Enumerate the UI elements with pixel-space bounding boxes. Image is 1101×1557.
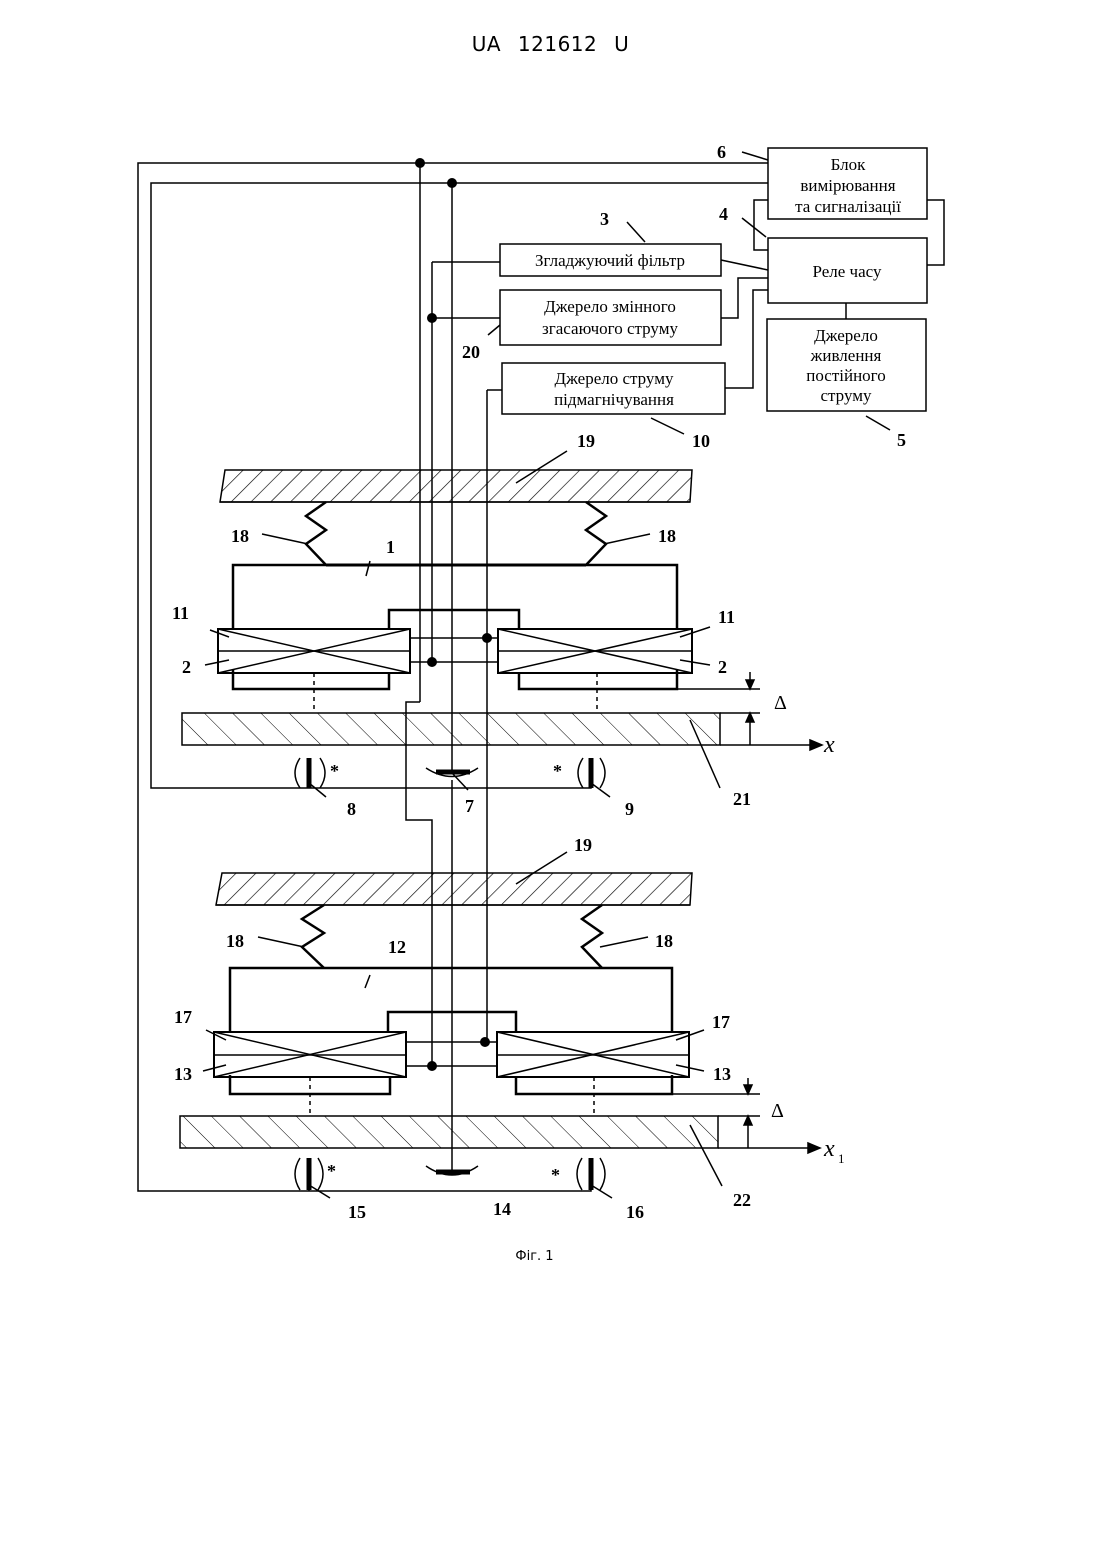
label-18-ur: 18 <box>658 526 676 546</box>
axis-x1-subscript: 1 <box>838 1151 845 1166</box>
dc-source-line-3: постійного <box>806 366 885 385</box>
relay-text: Реле часу <box>813 262 882 281</box>
label-20: 20 <box>462 342 480 362</box>
upper-core <box>233 565 677 629</box>
dc-source-line-4: струму <box>821 386 872 405</box>
upper-spring-right <box>586 502 606 565</box>
delta-lower: Δ <box>771 1100 784 1122</box>
axis-x1: x <box>823 1136 835 1162</box>
label-18-ll: 18 <box>226 931 244 951</box>
label-13-left: 13 <box>174 1064 192 1084</box>
star-15: * <box>327 1161 336 1181</box>
ac-source-line-1: Джерело змінного <box>544 297 676 316</box>
label-8: 8 <box>347 799 356 819</box>
label-19-top: 19 <box>577 431 595 451</box>
label-16: 16 <box>626 1202 644 1222</box>
star-9: * <box>553 761 562 781</box>
label-14: 14 <box>493 1199 511 1219</box>
label-9: 9 <box>625 799 634 819</box>
label-11-right: 11 <box>718 607 735 627</box>
label-18-ul: 18 <box>231 526 249 546</box>
lower-rail <box>180 1116 718 1148</box>
upper-rail <box>182 713 720 745</box>
label-4: 4 <box>719 204 728 224</box>
label-2-left: 2 <box>182 657 191 677</box>
label-19-bottom: 19 <box>574 835 592 855</box>
measurement-line-3: та сигналізації <box>795 197 901 216</box>
axis-x: x <box>823 732 835 758</box>
measurement-line-1: Блок <box>831 155 867 174</box>
dc-source-line-1: Джерело <box>814 326 878 345</box>
label-1: 1 <box>386 537 395 557</box>
measurement-line-2: вимірювання <box>800 176 895 195</box>
label-18-lr: 18 <box>655 931 673 951</box>
lower-spring-right <box>582 905 602 968</box>
label-12: 12 <box>388 937 406 957</box>
dc-source-line-2: живлення <box>810 346 882 365</box>
label-11-left: 11 <box>172 603 189 623</box>
label-21: 21 <box>733 789 751 809</box>
label-22: 22 <box>733 1190 751 1210</box>
label-7: 7 <box>465 796 474 816</box>
star-16: * <box>551 1165 560 1185</box>
filter-text: Згладжуючий фільтр <box>535 251 685 270</box>
ac-source-line-2: згасаючого струму <box>542 319 678 338</box>
label-2-right: 2 <box>718 657 727 677</box>
label-17-right: 17 <box>712 1012 730 1032</box>
label-10: 10 <box>692 431 710 451</box>
label-5: 5 <box>897 430 906 450</box>
lower-spring-left <box>302 905 324 968</box>
upper-spring-left <box>306 502 326 565</box>
label-6: 6 <box>717 142 726 162</box>
upper-frame-surface <box>220 470 692 502</box>
lower-frame-surface <box>216 873 692 905</box>
label-15: 15 <box>348 1202 366 1222</box>
bias-source-line-1: Джерело струму <box>555 369 674 388</box>
star-8: * <box>330 761 339 781</box>
label-13-right: 13 <box>713 1064 731 1084</box>
delta-upper: Δ <box>774 692 787 714</box>
label-17-left: 17 <box>174 1007 192 1027</box>
label-3: 3 <box>600 209 609 229</box>
lower-core <box>230 968 672 1032</box>
figure-caption: Фіг. 1 <box>0 1249 1069 1264</box>
bias-source-line-2: підмагнічування <box>554 390 674 409</box>
